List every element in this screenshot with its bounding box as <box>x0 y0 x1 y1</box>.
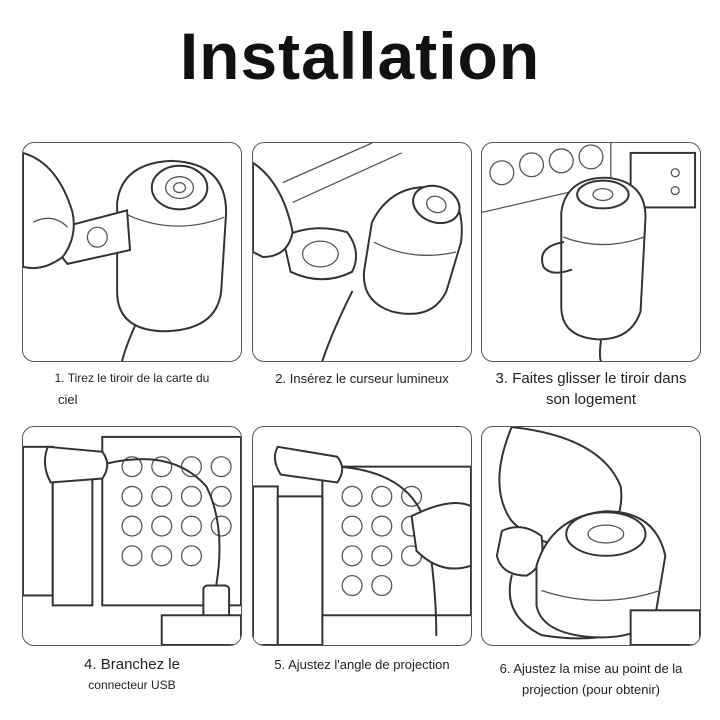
step-6-caption-line1: 6. Ajustez la mise au point de la <box>499 661 683 676</box>
step-1-caption: 1. Tirez le tiroir de la carte du ciel <box>16 368 248 410</box>
step-5-caption-line1: 5. Ajustez l'angle de projection <box>274 657 450 672</box>
page-title: Installation <box>179 19 541 93</box>
step-1-illustration <box>22 142 242 362</box>
step-6-drawing <box>495 427 700 645</box>
step-1-drawing <box>23 151 228 361</box>
step-2-caption-line1: 2. Insérez le curseur lumineux <box>275 371 449 386</box>
step-6-caption: 6. Ajustez la mise au point de la projec… <box>475 658 707 700</box>
step-3-caption: 3. Faites glisser le tiroir dans son log… <box>475 368 707 410</box>
step-4-caption-line2: connecteur USB <box>88 678 176 692</box>
step-4-caption: 4. Branchez le connecteur USB <box>16 654 248 696</box>
step-4-caption-line1: 4. Branchez le <box>84 656 180 673</box>
step-1-caption-line2: ciel <box>58 392 78 407</box>
step-5-caption: 5. Ajustez l'angle de projection <box>246 654 478 675</box>
step-6-illustration <box>481 426 701 646</box>
step-2-caption: 2. Insérez le curseur lumineux <box>246 368 478 389</box>
step-2-drawing <box>253 143 463 361</box>
step-6-caption-line2: projection (pour obtenir) <box>521 682 661 697</box>
step-3-caption-line1: 3. Faites glisser le tiroir dans <box>495 370 687 387</box>
step-5-drawing <box>253 445 471 645</box>
step-4-drawing <box>23 435 241 645</box>
step-3-drawing <box>482 143 697 361</box>
step-3-illustration <box>481 142 701 362</box>
step-1-caption-line1: 1. Tirez le tiroir de la carte du <box>54 371 210 385</box>
step-5-illustration <box>252 426 472 646</box>
step-2-illustration <box>252 142 472 362</box>
step-4-illustration <box>22 426 242 646</box>
step-3-caption-line2: son logement <box>545 391 637 408</box>
